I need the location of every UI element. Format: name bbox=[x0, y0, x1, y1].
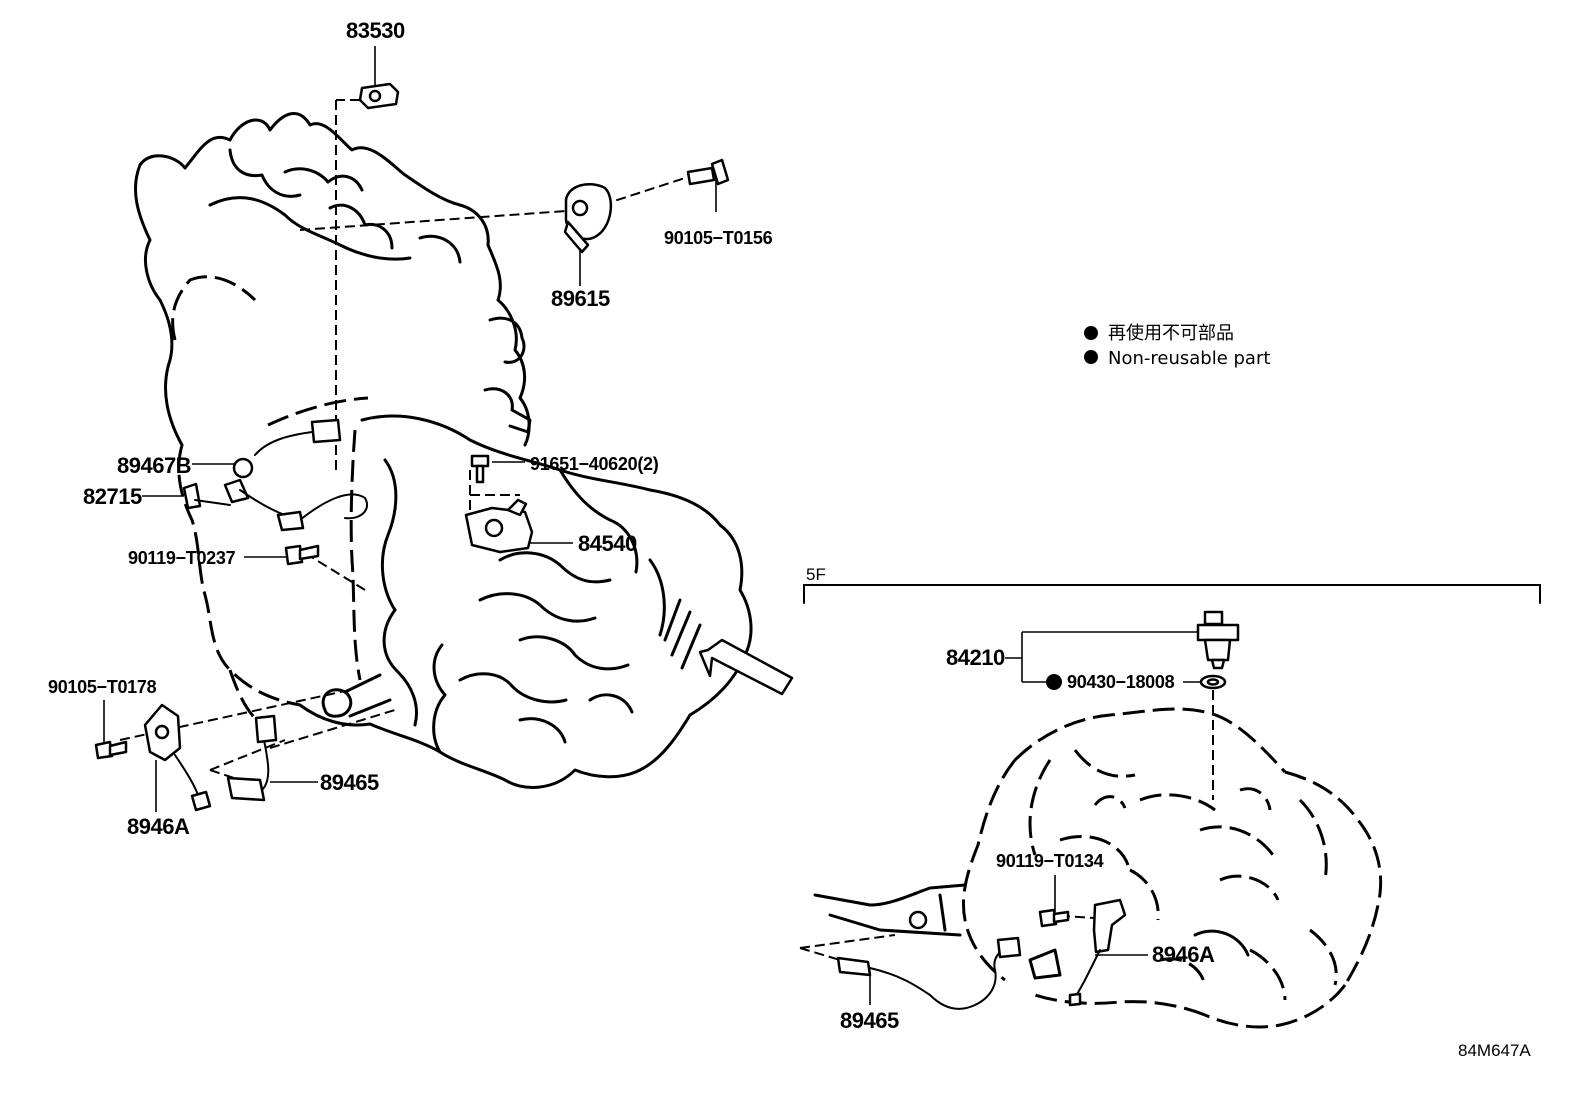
label-8946A-left: 8946A bbox=[127, 814, 190, 839]
legend-text-en: Non-reusable part bbox=[1108, 348, 1270, 369]
knock-sensor-89615 bbox=[563, 183, 613, 254]
label-89465-right: 89465 bbox=[840, 1008, 899, 1033]
non-reusable-bullet-icon bbox=[1046, 674, 1062, 690]
label-89467B: 89467B bbox=[117, 453, 191, 478]
label-82715: 82715 bbox=[83, 484, 142, 509]
right-leader-lines bbox=[869, 631, 1200, 1005]
label-84540: 84540 bbox=[578, 531, 637, 556]
label-89615: 89615 bbox=[551, 286, 610, 311]
label-90119-T0237: 90119−T0237 bbox=[128, 548, 236, 568]
oil-pressure-switch-83530 bbox=[358, 82, 400, 110]
backup-light-switch-84210 bbox=[1196, 610, 1240, 670]
non-reusable-bullet-icon bbox=[1084, 326, 1098, 340]
label-91651-40620: 91651−40620(2) bbox=[530, 454, 659, 474]
label-90105-T0156: 90105−T0156 bbox=[664, 228, 773, 248]
label-90105-T0178: 90105−T0178 bbox=[48, 677, 157, 697]
label-84210: 84210 bbox=[946, 645, 1005, 670]
part-labels: 83530 90105−T0156 89615 89467B 82715 916… bbox=[48, 18, 1215, 1033]
oxygen-sensor-89465-right bbox=[836, 936, 1022, 1010]
diagram-code: 84M647A bbox=[1458, 1041, 1531, 1060]
speed-sensor-8946A-left bbox=[143, 703, 212, 812]
label-8946A-right: 8946A bbox=[1152, 942, 1215, 967]
label-90430-18008: 90430−18008 bbox=[1067, 672, 1175, 692]
bolt-90105-T0156 bbox=[686, 158, 730, 186]
left-leader-lines bbox=[103, 46, 717, 812]
neutral-switch-84540 bbox=[464, 498, 534, 554]
oxygen-sensor-89465-left bbox=[226, 714, 278, 802]
bolt-91651-40620 bbox=[470, 454, 490, 484]
clamp-82715 bbox=[182, 482, 231, 510]
gasket-90430-18008 bbox=[1199, 674, 1227, 690]
non-reusable-bullet-icon bbox=[1084, 350, 1098, 364]
legend: 再使用不可部品 Non-reusable part bbox=[1084, 323, 1270, 369]
section-label: 5F bbox=[806, 565, 826, 584]
shaft-end-icon bbox=[908, 910, 928, 930]
speed-sensor-8946A-right bbox=[1068, 898, 1127, 1007]
af-sensor-89467B bbox=[223, 418, 368, 532]
label-90119-T0134: 90119−T0134 bbox=[996, 851, 1104, 871]
bolt-90119-T0237 bbox=[284, 544, 320, 566]
legend-text-ja: 再使用不可部品 bbox=[1108, 323, 1234, 344]
section-bracket-5F: 5F bbox=[803, 565, 1541, 604]
bolt-90119-T0134 bbox=[1038, 908, 1070, 928]
manual-transaxle-5F bbox=[799, 690, 1383, 1029]
label-89465-left: 89465 bbox=[320, 770, 379, 795]
engine-transaxle-assembly bbox=[119, 99, 794, 789]
bolt-90105-T0178 bbox=[94, 740, 128, 760]
label-83530: 83530 bbox=[346, 18, 405, 43]
